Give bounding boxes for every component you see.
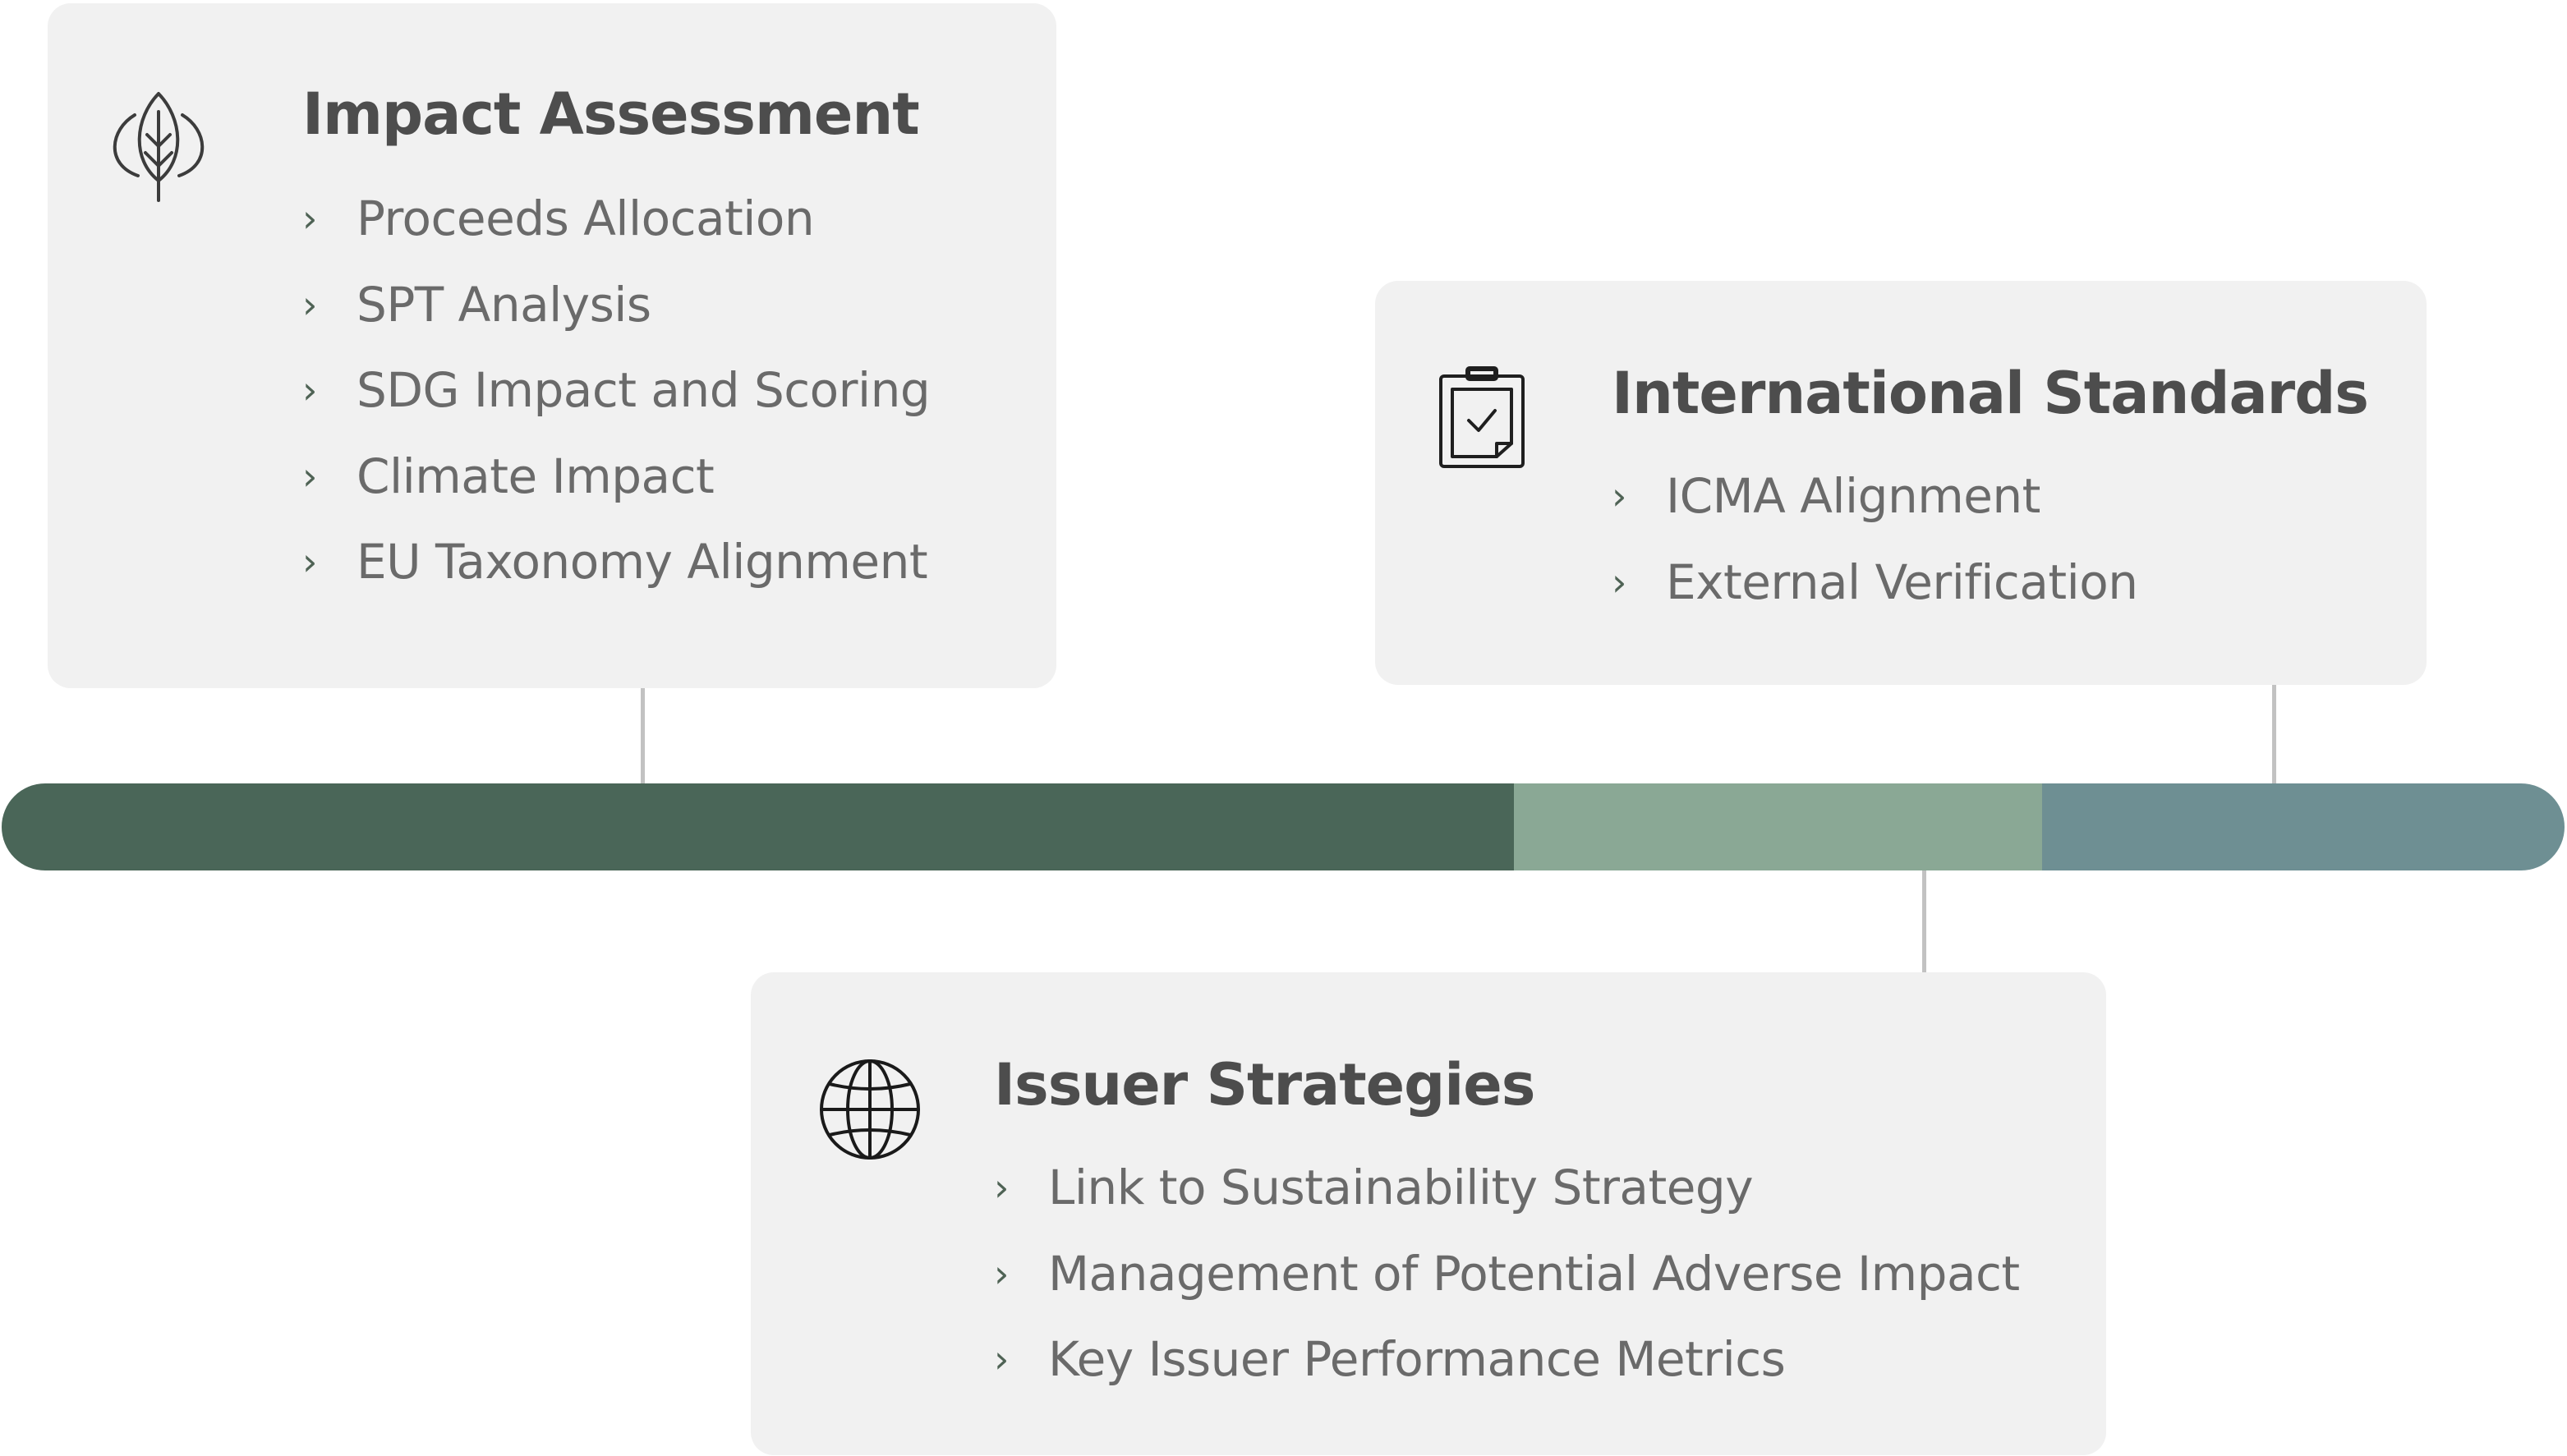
chevron-right-icon: › [302, 453, 318, 498]
timeline-bar [2, 783, 2565, 870]
issuer-strategies-card: Issuer Strategies › Link to Sustainabili… [751, 972, 2106, 1455]
impact-assessment-list: › Proceeds Allocation › SPT Analysis › S… [302, 176, 931, 605]
international-connector-line [2272, 685, 2276, 783]
international-standards-title: International Standards [1612, 360, 2369, 427]
list-item: › SPT Analysis [302, 262, 930, 348]
list-item-label: Key Issuer Performance Metrics [1048, 1331, 1786, 1388]
list-item-label: ICMA Alignment [1666, 468, 2040, 525]
list-item: › Proceeds Allocation [302, 176, 930, 262]
issuer-strategies-title: Issuer Strategies [994, 1051, 1535, 1118]
list-item-label: External Verification [1666, 553, 2138, 610]
list-item-label: Climate Impact [357, 448, 715, 504]
list-item: › EU Taxonomy Alignment [302, 519, 930, 605]
list-item: › Link to Sustainability Strategy [994, 1145, 2020, 1231]
impact-assessment-card: Impact Assessment › Proceeds Allocation … [48, 3, 1056, 688]
issuer-connector-line [1922, 870, 1926, 972]
timeline-segment-2 [1513, 783, 2042, 870]
timeline-segment-1 [2, 783, 1514, 870]
issuer-strategies-list: › Link to Sustainability Strategy › Mana… [994, 1145, 2020, 1403]
list-item-label: Management of Potential Adverse Impact [1048, 1245, 2020, 1302]
list-item-label: SDG Impact and Scoring [357, 362, 931, 419]
list-item-label: Link to Sustainability Strategy [1048, 1160, 1754, 1216]
list-item: › Climate Impact [302, 434, 930, 520]
list-item-label: SPT Analysis [357, 276, 651, 333]
list-item: › ICMA Alignment [1612, 453, 2137, 540]
list-item: › External Verification [1612, 540, 2138, 626]
international-standards-card: International Standards › ICMA Alignment… [1375, 281, 2427, 685]
international-standards-list: › ICMA Alignment › External Verification [1612, 453, 2138, 626]
list-item-label: Proceeds Allocation [357, 191, 815, 247]
list-item: › Management of Potential Adverse Impact [994, 1231, 2020, 1317]
clipboard-check-icon [1438, 365, 1526, 473]
globe-icon [818, 1058, 922, 1164]
list-item: › SDG Impact and Scoring [302, 347, 931, 434]
chevron-right-icon: › [302, 282, 318, 327]
impact-connector-line [641, 688, 645, 783]
timeline-segment-3 [2041, 783, 2565, 870]
leaf-icon [104, 89, 214, 207]
chevron-right-icon: › [302, 540, 318, 585]
chevron-right-icon: › [1612, 559, 1627, 604]
chevron-right-icon: › [302, 368, 318, 413]
chevron-right-icon: › [1612, 474, 1627, 519]
list-item-label: EU Taxonomy Alignment [357, 534, 928, 590]
chevron-right-icon: › [994, 1165, 1010, 1210]
chevron-right-icon: › [994, 1337, 1010, 1382]
impact-assessment-title: Impact Assessment [302, 80, 920, 148]
chevron-right-icon: › [302, 196, 318, 241]
list-item: › Key Issuer Performance Metrics [994, 1316, 2020, 1403]
chevron-right-icon: › [994, 1251, 1010, 1296]
